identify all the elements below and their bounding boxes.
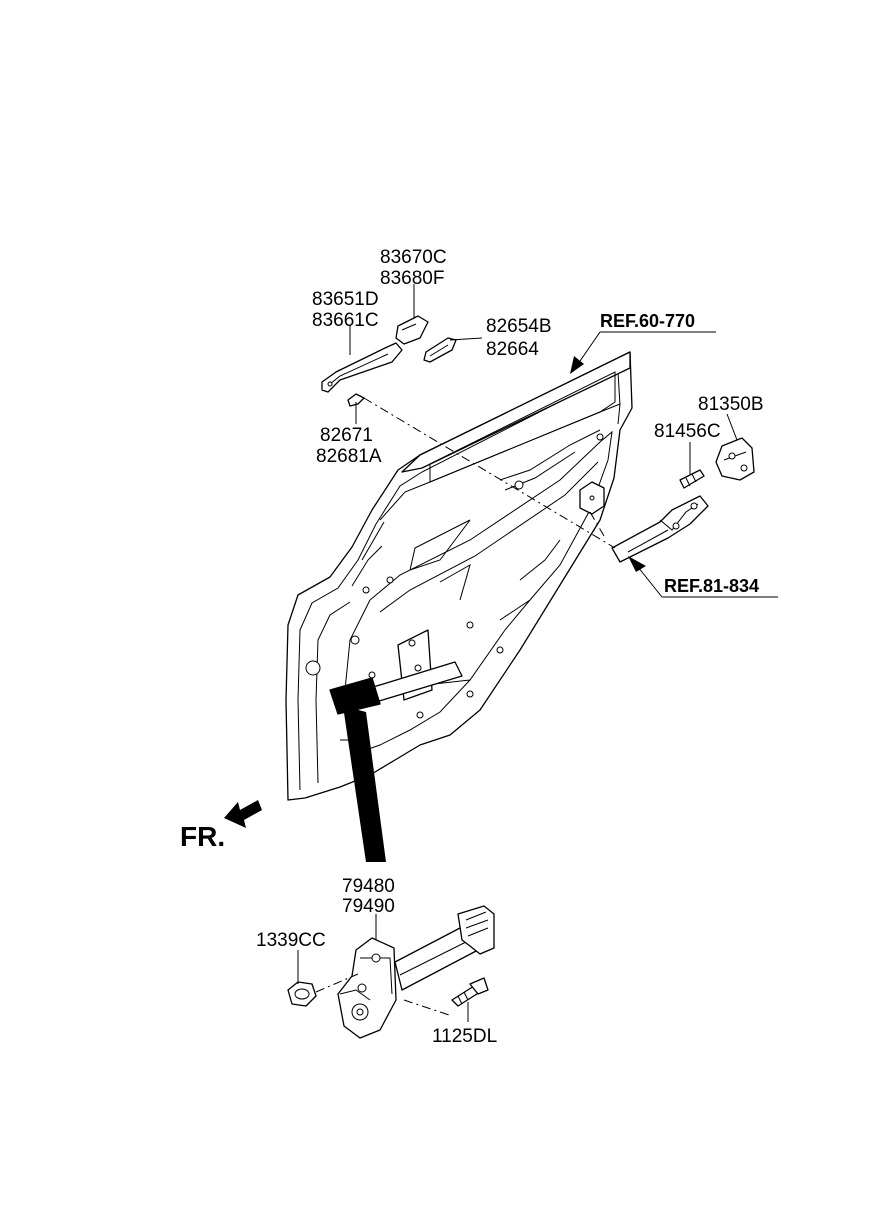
label-79490: 79490 (342, 896, 395, 917)
label-1125DL: 1125DL (432, 1026, 497, 1047)
label-83651D: 83651D (312, 289, 379, 310)
checker-nut (287, 981, 317, 1007)
handle-pad (347, 393, 365, 407)
handle-gasket (423, 337, 457, 363)
striker-plate (715, 437, 755, 481)
label-82654B: 82654B (486, 316, 552, 337)
label-1339CC: 1339CC (256, 930, 326, 951)
door-latch-assembly (611, 495, 709, 563)
label-79480: 79480 (342, 876, 395, 897)
label-81350B: 81350B (698, 394, 764, 415)
front-label: FR. (180, 821, 225, 852)
assembly-lines (315, 397, 616, 1017)
label-83661C: 83661C (312, 310, 379, 331)
door-lock-bracket (579, 481, 605, 515)
assembly-pointer-arrow (343, 706, 386, 862)
door-checker-assembly (337, 905, 495, 1039)
ref-label-60-770: REF.60-770 (600, 311, 695, 331)
label-83680F: 83680F (380, 268, 444, 289)
rear-door-panel (285, 351, 633, 801)
label-82671: 82671 (320, 425, 373, 446)
front-direction-arrow (224, 800, 262, 828)
checker-bolt (451, 977, 489, 1007)
leader-lines (297, 284, 778, 1022)
label-82664: 82664 (486, 339, 539, 360)
ref-81-834-arrowhead (628, 556, 646, 572)
ref-label-81-834: REF.81-834 (664, 576, 759, 596)
label-81456C: 81456C (654, 421, 721, 442)
ref-60-770-arrowhead (570, 356, 584, 374)
label-83670C: 83670C (380, 247, 447, 268)
label-82681A: 82681A (316, 446, 382, 467)
outside-handle (321, 342, 403, 393)
handle-cover (395, 315, 429, 345)
striker-screw (679, 469, 705, 489)
